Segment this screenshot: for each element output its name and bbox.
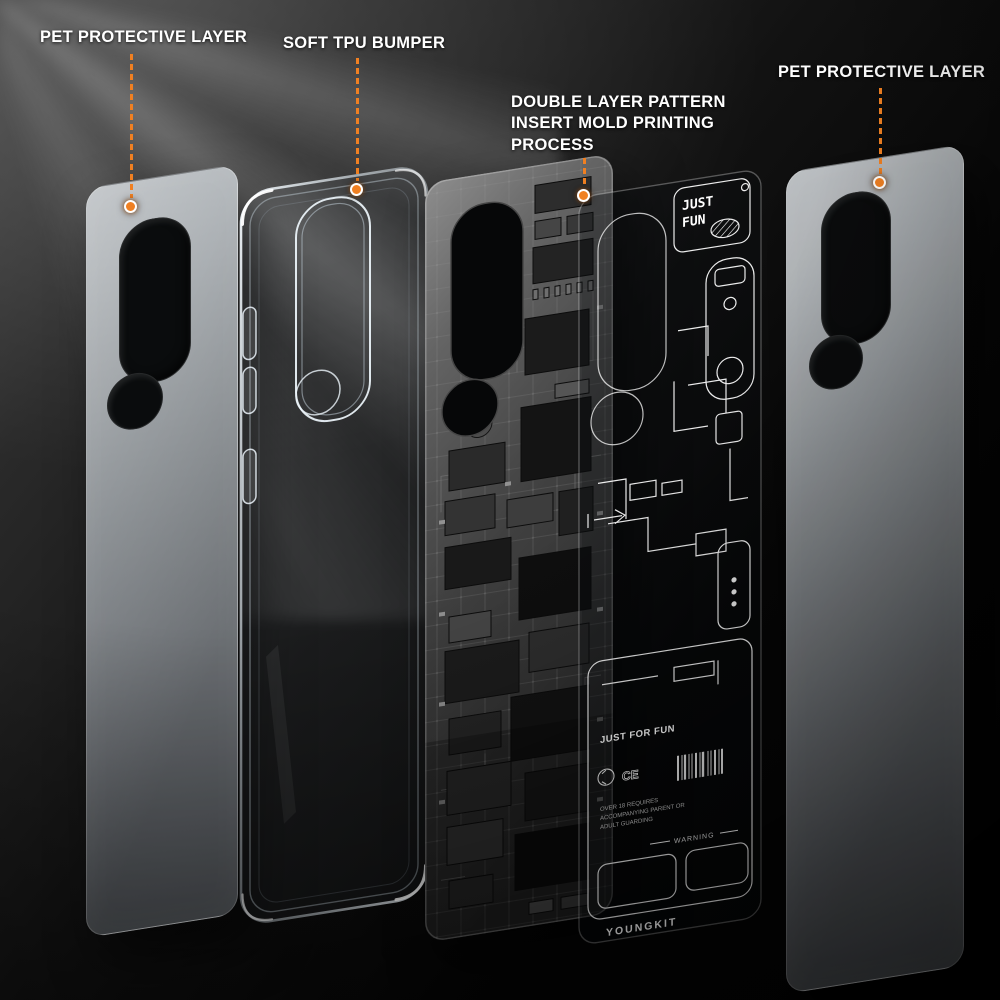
- annotation-label-pet-left: PET PROTECTIVE LAYER: [40, 28, 248, 46]
- tpu-side-buttons: [242, 306, 257, 505]
- leader-line-pet-right: [879, 88, 882, 174]
- pet-layer-right: [786, 143, 964, 995]
- camera-cutout-right-lens: [809, 330, 863, 394]
- annotation-dot-pet-left: [124, 200, 137, 213]
- lineart-film-graphic: JUST FUN JUST FOR FUN CE: [578, 170, 762, 944]
- leader-line-double-layer: [583, 158, 586, 187]
- leader-line-pet-left: [130, 54, 133, 198]
- annotation-dot-double-layer: [577, 189, 590, 202]
- camera-cutout-right: [821, 186, 891, 350]
- annotation-dot-pet-right: [873, 176, 886, 189]
- tpu-bumper-graphic: [239, 167, 429, 923]
- annotation-label-pet-right: PET PROTECTIVE LAYER: [778, 63, 986, 81]
- annotation-dot-tpu: [350, 183, 363, 196]
- pet-layer-left: [86, 163, 238, 939]
- ce-mark: CE: [622, 767, 639, 784]
- lineart-film-layer: JUST FUN JUST FOR FUN CE: [578, 167, 762, 946]
- camera-cutout-left: [119, 212, 191, 388]
- leader-line-tpu: [356, 58, 359, 181]
- annotation-label-tpu: SOFT TPU BUMPER: [283, 34, 446, 52]
- camera-cutout-left-lens: [107, 368, 163, 434]
- annotation-label-double-layer: DOUBLE LAYER PATTERN INSERT MOLD PRINTIN…: [511, 93, 726, 154]
- tpu-bumper-layer: [238, 161, 430, 929]
